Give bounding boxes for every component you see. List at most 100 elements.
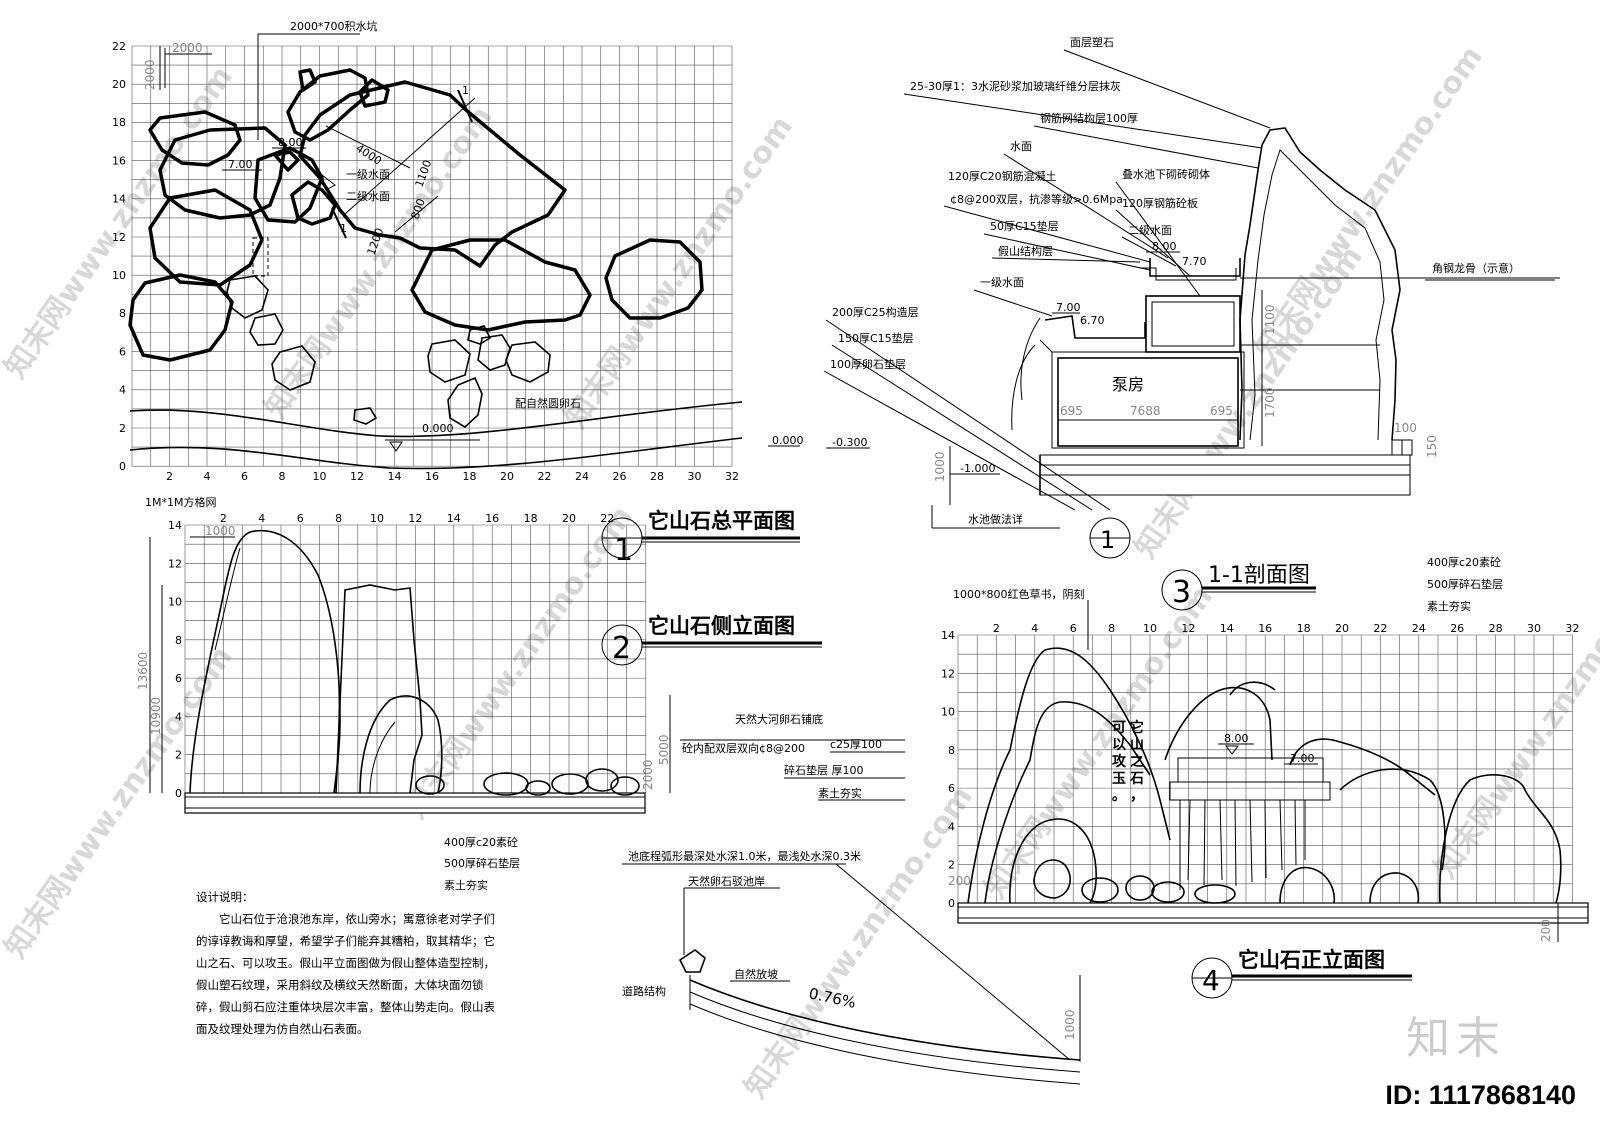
callout-leader	[831, 344, 1093, 511]
plan-rock	[273, 150, 300, 172]
callout-leader	[991, 257, 1141, 263]
section-cut-mark	[457, 89, 473, 123]
sec-elev-neg1000: -1.000	[960, 462, 995, 475]
plan-level1: 一级水面	[346, 168, 390, 181]
title-circle	[1161, 569, 1203, 611]
dim-1000-detail: 1000	[1063, 1009, 1077, 1040]
callout: 一级水面	[980, 276, 1024, 289]
section-title-block: 3 1-1剖面图	[1161, 563, 1316, 611]
axis-tick-label: 0	[175, 787, 182, 800]
callout-leader	[1115, 209, 1191, 277]
axis-tick-label: 10	[1143, 622, 1157, 635]
front-boulder	[1009, 818, 1097, 904]
axis-tick-label: 20	[112, 78, 126, 91]
axis-tick-label: 32	[1565, 622, 1579, 635]
description-heading: 设计说明：	[196, 890, 254, 904]
front-elev-800: 8.00	[1224, 732, 1249, 745]
axis-tick-label: 2	[993, 622, 1000, 635]
axis-tick-label: 6	[241, 470, 248, 483]
dim-13600: 13600	[136, 652, 150, 690]
waterfall-lip-lower	[1169, 781, 1331, 801]
plan-rock	[128, 273, 234, 362]
natural-bank-note: 天然卵石驳池岸	[688, 874, 765, 888]
axis-tick-label: 14	[941, 629, 955, 642]
front-layer-notes: 400厚c20素砼 500厚碎石垫层 素土夯实	[1427, 556, 1503, 613]
plan-pebble	[447, 376, 483, 428]
pit-label: 2000*700积水坑	[290, 19, 378, 33]
dim-line	[325, 125, 411, 169]
inscription-column: 可以攻玉。	[1110, 720, 1128, 805]
dim-200-front-b: 200	[1539, 919, 1553, 942]
inscription-char: 它	[1130, 720, 1144, 736]
section-rock-inner	[1249, 149, 1385, 441]
callout: 200厚C25构造层	[832, 305, 919, 319]
front-boulder	[1033, 859, 1071, 899]
front-carving-note: 1000*800红色草书，阴刻	[953, 587, 1085, 601]
callout-leader	[983, 233, 1151, 271]
section-mark-label: 1	[340, 222, 347, 235]
bed-note: c25厚100	[830, 738, 882, 751]
section-ref-number: 1	[1100, 526, 1115, 554]
axis-tick-label: 8	[1108, 622, 1115, 635]
dim-5000: 5000	[657, 734, 671, 765]
elev-000-outside: 0.000	[772, 434, 804, 447]
plan-rock	[410, 238, 592, 332]
natural-slope-note: 自然放坡	[734, 967, 778, 981]
axis-tick-label: 14	[1220, 622, 1234, 635]
side-title-block: 2 它山石侧立面图	[601, 614, 822, 666]
pump-room	[1057, 357, 1239, 447]
image-id: ID: 1117868140	[1385, 1080, 1576, 1110]
axis-tick-label: 26	[613, 470, 627, 483]
callout: 假山结构层	[998, 244, 1053, 258]
axis-tick-label: 12	[112, 231, 126, 244]
front-rock-far-right	[1438, 774, 1562, 904]
callout: 钢筋网结构层100厚	[1040, 111, 1138, 125]
stream-bank-upper	[129, 401, 743, 438]
sec-elev-670: 6.70	[1080, 314, 1105, 327]
axis-tick-label: 16	[1258, 622, 1272, 635]
plan-rock	[604, 238, 704, 320]
callout-leader	[823, 370, 1076, 511]
dim-200-front: 200	[948, 874, 971, 888]
axis-tick-label: 2	[175, 749, 182, 762]
water-stream	[1264, 799, 1267, 879]
axis-tick-label: 24	[1412, 622, 1426, 635]
axis-tick-label: 6	[175, 672, 182, 685]
front-boulder	[1194, 884, 1236, 904]
water-fall-line	[1020, 317, 1041, 401]
plan-rock	[148, 188, 264, 287]
plan-rock	[298, 80, 567, 268]
axis-tick-label: 12	[941, 667, 955, 680]
layer-note: 400厚c20素砼	[444, 836, 518, 849]
dim-10900: 10900	[149, 697, 163, 735]
section-callouts: 面层塑石 25-30厚1：3水泥砂浆加玻璃纤维分层抹灰 钢筋网结构层100厚 水…	[823, 35, 1271, 511]
front-title-block: 4 它山石正立面图	[1191, 948, 1412, 999]
callout-leader	[1063, 49, 1271, 129]
axis-tick-label: 8	[279, 470, 286, 483]
side-rock-texture	[369, 721, 396, 794]
callout-leader	[825, 319, 1111, 511]
axis-tick-label: 18	[112, 116, 126, 129]
axis-tick-label: 8	[119, 307, 126, 320]
water-stream	[1294, 799, 1297, 866]
plan-pebble	[353, 407, 378, 425]
callout-leader	[903, 93, 1263, 149]
axis-tick-label: 14	[447, 512, 461, 525]
watermark: 知末网www.znzmo.com	[558, 110, 800, 435]
axis-tick-label: 16	[425, 470, 439, 483]
watermark: 知末网www.znzmo.com	[0, 60, 240, 385]
drain-pit	[252, 237, 269, 277]
callout: 120厚钢筋砼板	[1122, 196, 1198, 210]
front-rock-left-inner	[984, 701, 1151, 904]
grid-note: 1M*1M方格网	[145, 495, 216, 509]
inscription-char: 以	[1112, 737, 1126, 753]
water-stream	[1187, 799, 1191, 881]
axis-tick-label: 18	[524, 512, 538, 525]
front-grid	[957, 634, 1573, 904]
inscription-char: 之	[1130, 754, 1144, 770]
axis-tick-label: 14	[388, 470, 402, 483]
